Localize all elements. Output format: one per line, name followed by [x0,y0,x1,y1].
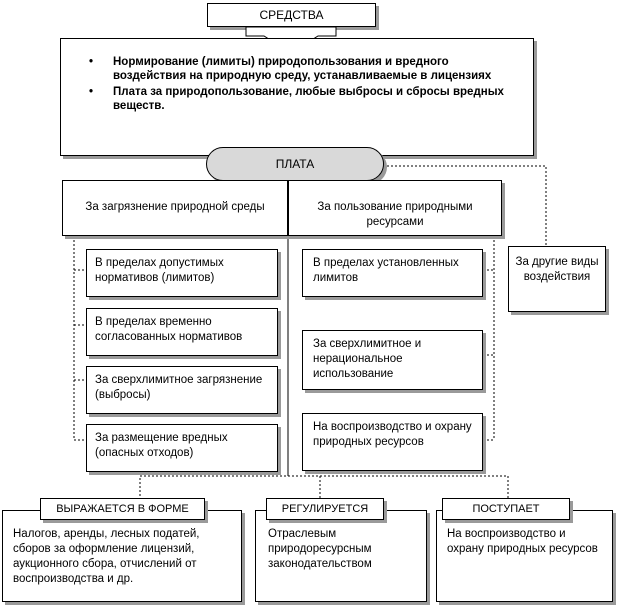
funds-list: • Нормирование (лимиты) природопользован… [61,55,533,113]
resources-item: На воспроизводство и охрану природных ре… [302,413,483,471]
pollution-item: За сверхлимитное загрязнение (выбросы) [86,366,278,414]
destination-box: На воспроизводство и охрану природных ре… [436,510,613,602]
funds-item: • Нормирование (лимиты) природопользован… [89,56,492,82]
resources-item: В пределах установленных лимитов [302,249,483,297]
expressed-tag: ВЫРАЖАЕТСЯ В ФОРМЕ [40,498,205,520]
resources-item: За сверхлимитное и нерациональное исполь… [302,330,483,390]
pollution-header: За загрязнение природной среды [62,180,288,236]
funds-box: • Нормирование (лимиты) природопользован… [60,38,534,156]
pollution-item: За размещение вредных (опасных отходов) [86,424,278,472]
bullet-icon: • [89,56,94,68]
resources-header: За пользование природными ресурсами [288,180,502,236]
regulated-box: Отраслевым природоресурсным законодатель… [255,510,427,602]
destination-tag: ПОСТУПАЕТ [442,498,570,520]
pollution-item: В пределах допустимых нормативов (лимито… [86,249,278,297]
title-text: СРЕДСТВА [259,8,324,22]
pollution-item: В пределах временно согласованных нормат… [86,308,278,356]
regulated-tag: РЕГУЛИРУЕТСЯ [266,498,384,520]
funds-item: • Плата за природопользование, любые выб… [89,86,504,112]
bullet-icon: • [89,86,94,98]
payment-pill: ПЛАТА [206,147,384,181]
connector-plata-other [383,165,547,246]
connector-bottom [139,475,509,500]
expressed-box: Налогов, аренды, лесных податей, сборов … [2,510,242,602]
other-box: За другие виды воздействия [508,246,606,312]
